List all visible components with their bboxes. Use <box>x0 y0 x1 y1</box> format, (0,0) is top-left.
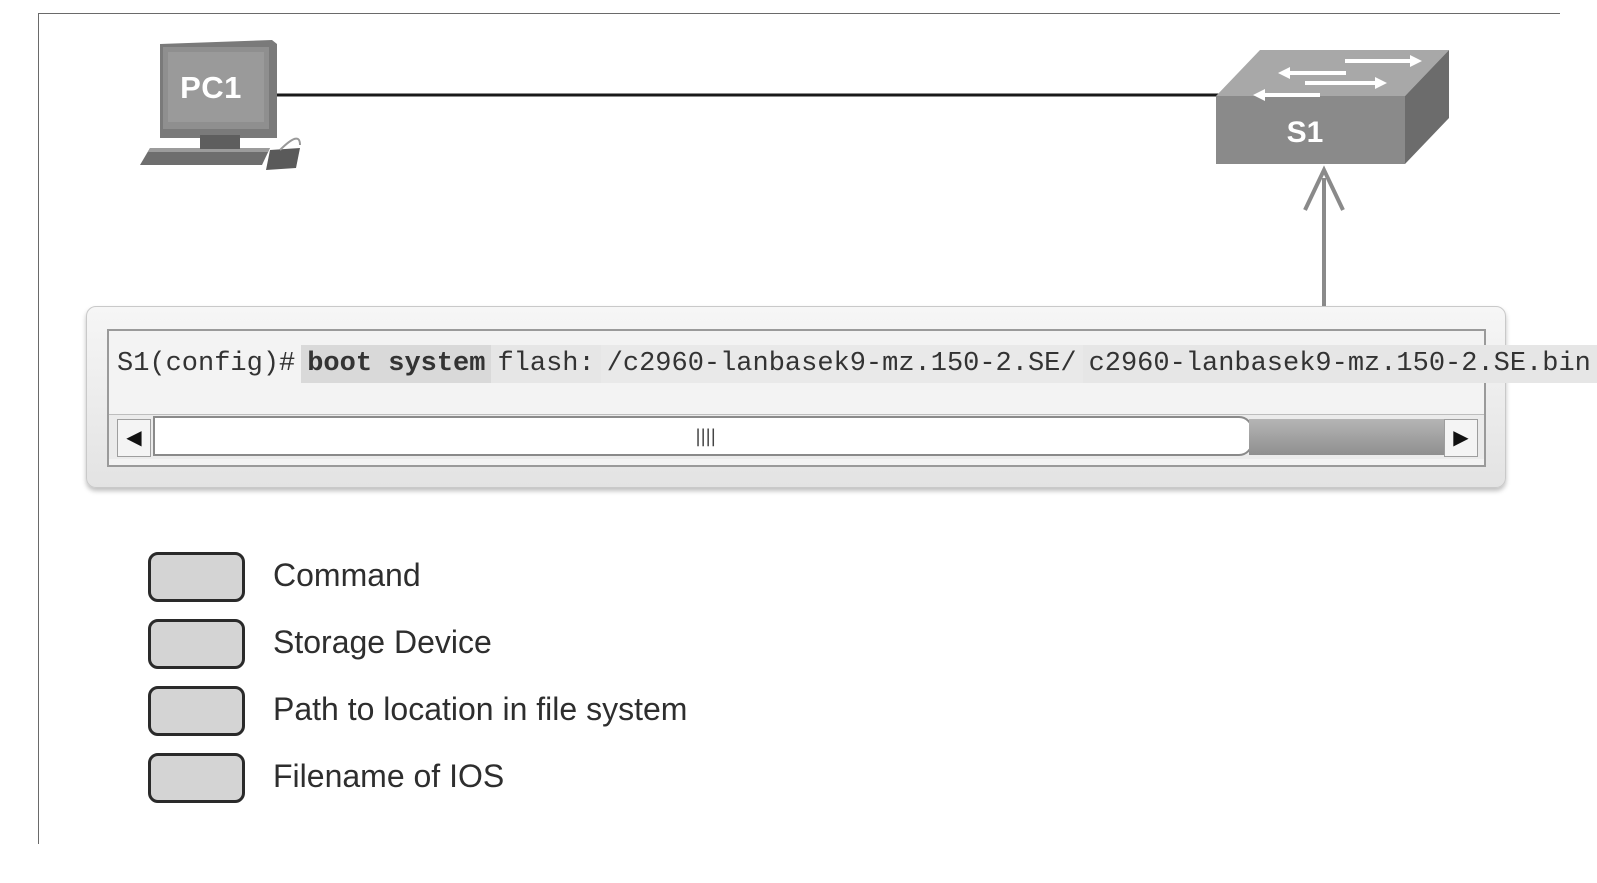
legend-swatch <box>148 753 245 803</box>
legend-label: Storage Device <box>273 624 492 660</box>
cli-storage-device: flash: <box>491 345 601 383</box>
pc-label: PC1 <box>180 70 242 105</box>
legend-label: Filename of IOS <box>273 758 505 794</box>
legend-label: Path to location in file system <box>273 691 688 727</box>
legend-label: Command <box>273 557 421 593</box>
grip-icon: |||| <box>695 426 716 447</box>
arrow-right-icon: ▶ <box>1453 427 1469 449</box>
cli-path: /c2960-lanbasek9-mz.150-2.SE/ <box>600 345 1083 383</box>
switch-label: S1 <box>1286 116 1324 149</box>
pointer-arrow <box>1303 165 1345 306</box>
cli-filename: c2960-lanbasek9-mz.150-2.SE.bin <box>1082 345 1597 383</box>
scroll-track[interactable] <box>1249 419 1444 455</box>
horizontal-scrollbar[interactable]: ◀ |||| ▶ <box>109 414 1484 459</box>
legend-swatch <box>148 686 245 736</box>
scroll-left-button[interactable]: ◀ <box>117 419 151 457</box>
legend-swatch <box>148 552 245 602</box>
pc-icon <box>140 40 301 170</box>
switch-icon <box>1216 50 1449 164</box>
scroll-right-button[interactable]: ▶ <box>1444 419 1478 457</box>
arrow-left-icon: ◀ <box>126 427 142 449</box>
cli-command: boot system <box>301 345 492 383</box>
scroll-thumb[interactable]: |||| <box>153 416 1253 456</box>
cli-prompt: S1(config)# <box>117 349 296 379</box>
legend-swatch <box>148 619 245 669</box>
figure-frame <box>38 13 1560 844</box>
network-topology <box>140 40 1449 306</box>
